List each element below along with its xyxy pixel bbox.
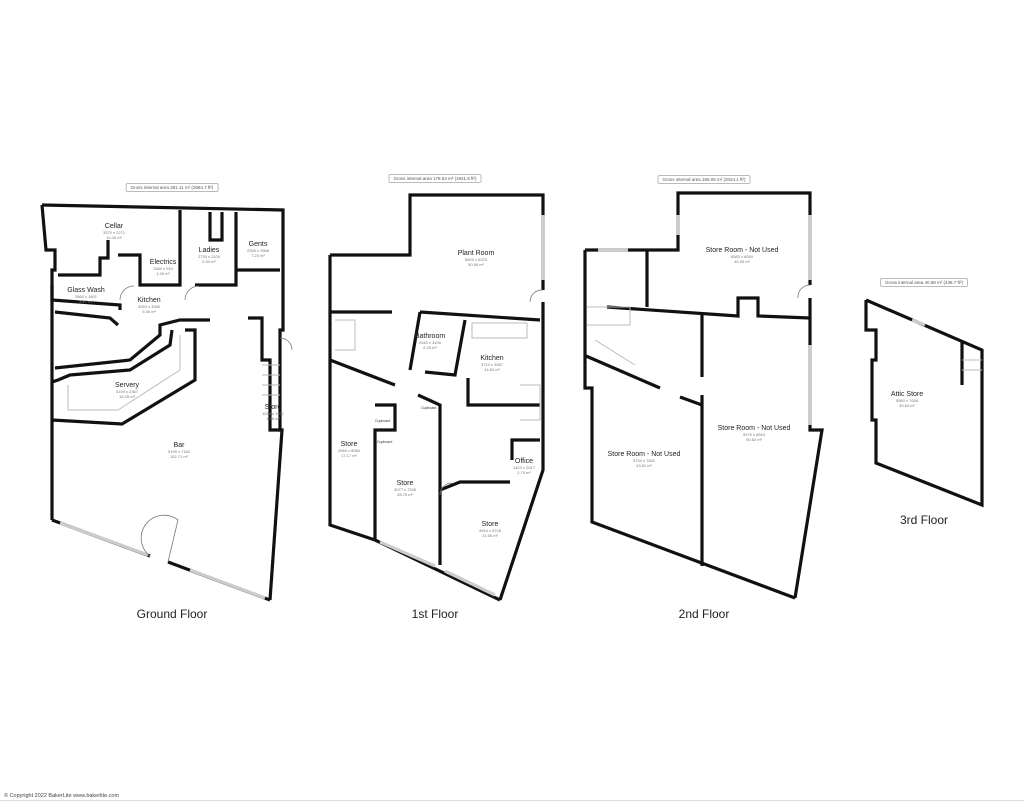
room-name: Plant Room xyxy=(457,250,495,257)
room-name: Ladies xyxy=(198,247,220,254)
room-dims: 1036 x 1971 xyxy=(261,411,285,417)
cupboard-label: Cupboard xyxy=(375,419,391,423)
copyright-text: © Copyright 2022 BakerLite www.bakerlite… xyxy=(4,793,120,799)
room-area: 21.55 m² xyxy=(482,532,498,538)
room-dims: 3077 x 7338 xyxy=(393,487,417,493)
floor-title-ground: Ground Floor xyxy=(136,607,208,621)
ground-floor-walls xyxy=(40,203,293,602)
room-area: 5.34 m² xyxy=(202,258,216,264)
room-dims: 1403 x 2017 xyxy=(512,465,536,471)
room-dims: 2660 x 1601 xyxy=(74,294,98,300)
room-area: 102.71 m² xyxy=(169,453,188,459)
room-area: 2.79 m² xyxy=(517,469,531,475)
room-name: Office xyxy=(514,458,534,465)
room-area: 1.78 m² xyxy=(266,415,280,421)
room-dims: 2546 x 8080 xyxy=(337,448,361,454)
room-area: 14.63 m² xyxy=(484,366,500,372)
room-area: 43.81 m² xyxy=(636,462,652,468)
room-dims: 8583 x 6059 xyxy=(730,254,754,260)
third-floor-walls xyxy=(864,298,984,508)
page-border xyxy=(0,800,1024,801)
cupboard-label: Cupboard xyxy=(421,406,437,410)
floor-title-second: 2nd Floor xyxy=(678,607,730,621)
room-dims: 5560 x 7658 xyxy=(895,398,919,404)
room-area: 50.58 m² xyxy=(468,261,484,267)
room-dims: 5734 x 7841 xyxy=(632,458,656,464)
room-name: Servery xyxy=(114,382,140,389)
room-dims: 3714 x 3087 xyxy=(480,362,504,368)
room-dims: 2240 x 3100 xyxy=(418,340,442,346)
room-area: 9.36 m² xyxy=(142,308,156,314)
room-name: Bar xyxy=(173,442,185,449)
room-name: Kitchen xyxy=(137,297,161,304)
room-name: Store xyxy=(396,480,414,487)
room-dims: 8603 x 6223 xyxy=(464,257,488,263)
room-area: 40.64 m² xyxy=(899,402,915,408)
first-floor-walls xyxy=(328,193,545,602)
room-area: 50.82 m² xyxy=(746,436,762,442)
room-name: Store xyxy=(481,521,499,528)
room-dims: 3053 x 3080 xyxy=(137,304,161,310)
room-dims: 1584 x 910 xyxy=(153,266,173,272)
room-dims: 2266 x 2868 xyxy=(246,248,270,254)
ground-floor-gia: Gross internal area 281.11 m² (2964.7 ft… xyxy=(125,183,219,192)
room-dims: 4944 x 5728 xyxy=(478,528,502,534)
room-dims: 5194 x 2367 xyxy=(115,389,139,395)
room-area: 6.25 m² xyxy=(423,344,437,350)
room-area: 7.23 m² xyxy=(251,252,265,258)
first-floor-gia: Gross internal area 178.53 m² (1921.8 ft… xyxy=(388,174,482,183)
room-area: 17.17 m² xyxy=(341,452,357,458)
room-dims: 2735 x 2100 xyxy=(197,254,221,260)
second-floor-walls xyxy=(583,191,824,600)
room-name: Store xyxy=(340,441,358,448)
room-name: Store Room - Not Used xyxy=(717,425,791,432)
room-name: Bathroom xyxy=(414,333,446,340)
room-name: Electrics xyxy=(149,259,177,266)
room-area: 10.40 m² xyxy=(106,234,122,240)
room-name: Glass Wash xyxy=(67,287,105,294)
room-area: 16.25 m² xyxy=(119,393,135,399)
cupboard-label: Cupboard xyxy=(377,440,393,444)
room-dims: 5279 x 8543 xyxy=(742,432,766,438)
room-name: Store Room - Not Used xyxy=(607,451,681,458)
room-area: 40.33 m² xyxy=(734,258,750,264)
room-name: Gents xyxy=(248,241,268,248)
room-area: 1.45 m² xyxy=(156,270,170,276)
room-area: 28.75 m² xyxy=(397,491,413,497)
floor-title-third: 3rd Floor xyxy=(899,513,949,527)
room-name: Cellar xyxy=(104,223,124,230)
room-area: 3.87 m² xyxy=(79,298,93,304)
room-name: Attic Store xyxy=(890,391,924,398)
room-name: Store xyxy=(264,404,282,411)
room-dims: 3370 x 2271 xyxy=(102,230,126,236)
room-dims: 5199 x 7182 xyxy=(167,449,191,455)
floor-title-first: 1st Floor xyxy=(411,607,459,621)
third-floor-gia: Gross internal area 40.68 m² (436.7 ft²) xyxy=(879,278,969,287)
second-floor-gia: Gross internal area 166.05 m² (2024.1 ft… xyxy=(657,175,751,184)
room-name: Kitchen xyxy=(480,355,504,362)
room-name: Store Room - Not Used xyxy=(705,247,779,254)
